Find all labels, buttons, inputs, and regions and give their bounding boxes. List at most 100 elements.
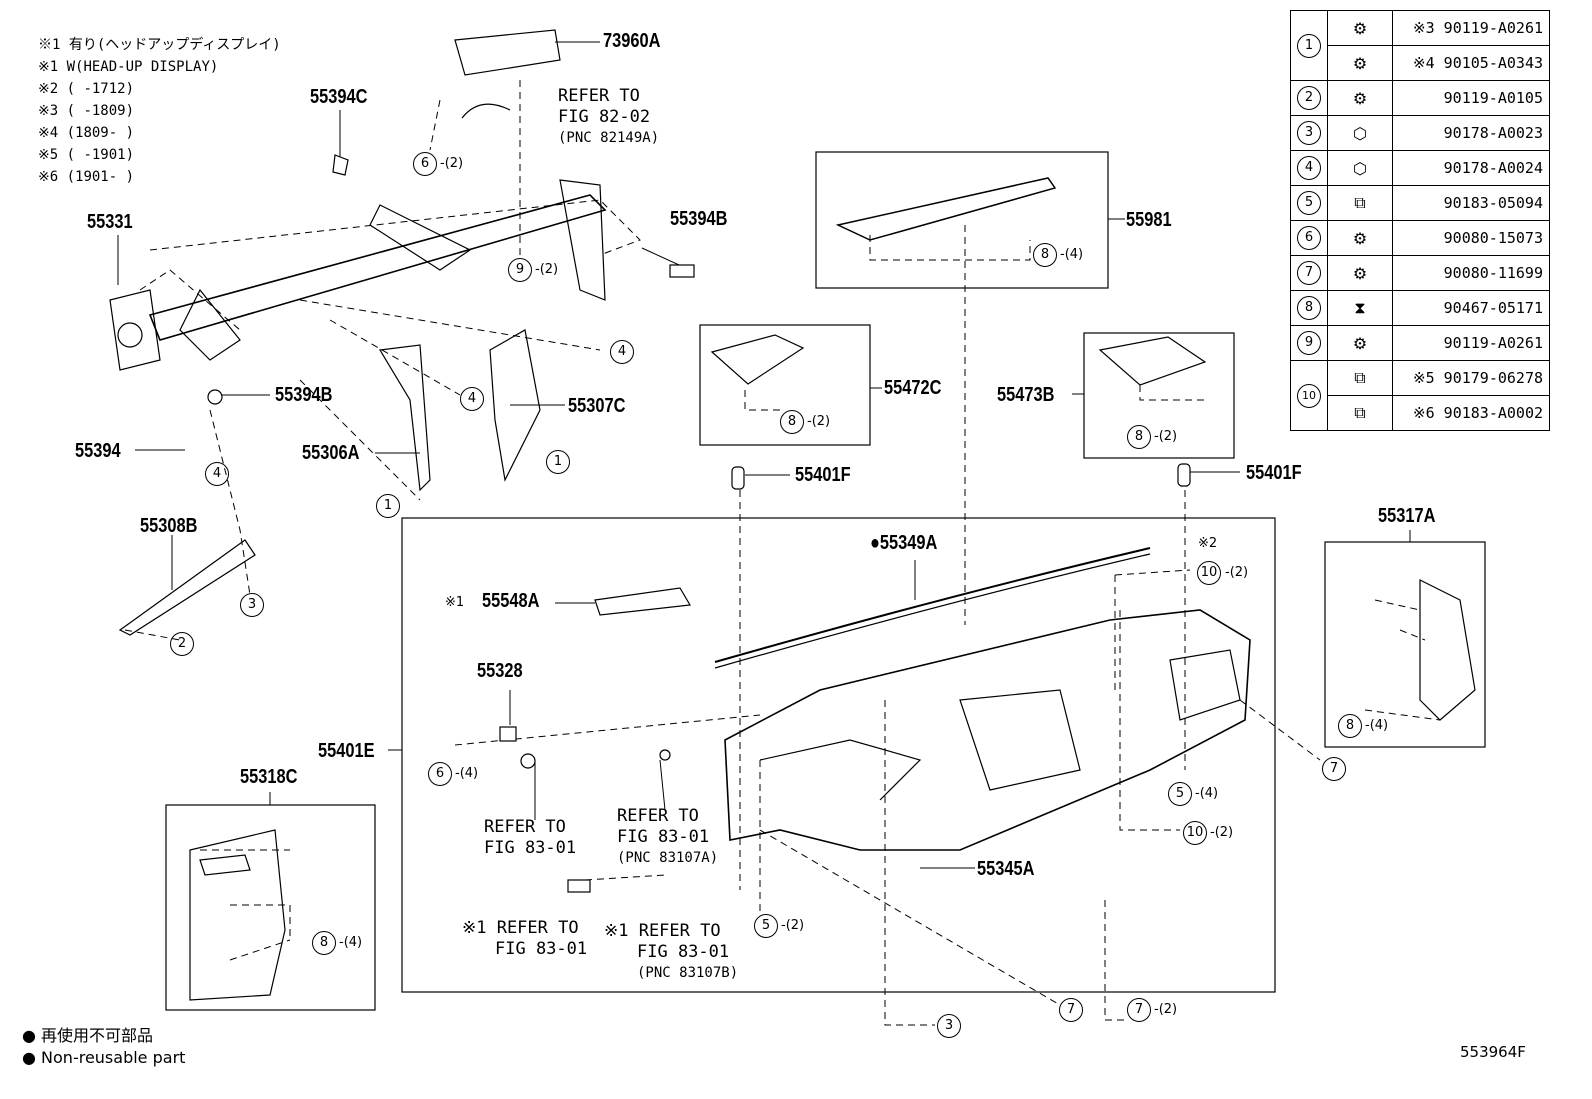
table-num: 7: [1297, 261, 1321, 285]
clip-nut-icon: ⧉: [1327, 360, 1393, 396]
clip-nut-icon: ⧉: [1327, 395, 1393, 431]
part-number-cell[interactable]: 90119-A0105: [1392, 80, 1550, 116]
table-row: 8 ⧗ 90467-05171: [1290, 290, 1550, 326]
qty-7c: -(2): [1154, 1002, 1178, 1017]
part-55401f-right[interactable]: 55401F: [1246, 462, 1302, 484]
part-number-cell[interactable]: 90178-A0024: [1392, 150, 1550, 186]
ref-fig-82-02[interactable]: REFER TO FIG 82-02 (PNC 82149A): [558, 86, 660, 146]
clip-nut-icon: ⧉: [1327, 185, 1393, 221]
table-row: 4 ⬡ 90178-A0024: [1290, 150, 1550, 186]
table-row: ⧉ ※6 90183-A0002: [1291, 395, 1550, 431]
part-55331[interactable]: 55331: [87, 211, 133, 233]
part-number-cell[interactable]: ※4 90105-A0343: [1392, 45, 1550, 81]
part-55318c[interactable]: 55318C: [240, 766, 298, 788]
callout-10b: 10: [1183, 821, 1207, 845]
callout-7c: 7: [1127, 998, 1151, 1022]
part-number-cell[interactable]: 90183-05094: [1392, 185, 1550, 221]
part-number-cell[interactable]: 90080-15073: [1392, 220, 1550, 256]
part-55306a[interactable]: 55306A: [302, 442, 360, 464]
figure-id: 553964F: [1460, 1043, 1526, 1061]
note-mark-x2: ※2: [1198, 536, 1218, 551]
part-55394b-top[interactable]: 55394B: [670, 208, 728, 230]
callout-6b: 6: [428, 762, 452, 786]
part-55401e[interactable]: 55401E: [318, 740, 375, 762]
part-55308b[interactable]: 55308B: [140, 515, 198, 537]
note-3: ※2 ( -1712): [38, 81, 135, 97]
ref-fig-83-01-a[interactable]: REFER TO FIG 83-01: [484, 817, 577, 858]
box-55473b: [1083, 332, 1235, 459]
qty-9: -(2): [535, 262, 559, 277]
bolt-flange-icon: ⚙: [1327, 45, 1393, 81]
qty-8c: -(2): [1154, 429, 1178, 444]
table-num: 5: [1297, 191, 1321, 215]
table-row: 3 ⬡ 90178-A0023: [1290, 115, 1550, 151]
box-55981: [815, 151, 1109, 289]
part-number-cell[interactable]: ※6 90183-A0002: [1392, 395, 1550, 431]
callout-6: 6: [413, 152, 437, 176]
table-num: 2: [1297, 86, 1321, 110]
ref-fig-83-01-b[interactable]: REFER TO FIG 83-01 (PNC 83107A): [617, 806, 719, 866]
box-55318c: [165, 804, 376, 1011]
callout-4a: 4: [610, 340, 634, 364]
part-55394b-left[interactable]: 55394B: [275, 384, 333, 406]
part-number-cell[interactable]: ※5 90179-06278: [1392, 360, 1550, 396]
note-5: ※4 (1809- ): [38, 125, 135, 141]
note-mark-x1: ※1: [445, 595, 465, 610]
callout-8d: 8: [312, 931, 336, 955]
callout-10a: 10: [1197, 561, 1221, 585]
part-number-cell[interactable]: 90119-A0261: [1392, 325, 1550, 361]
box-55317a: [1324, 541, 1486, 748]
part-number-cell[interactable]: ※3 90119-A0261: [1392, 10, 1550, 46]
table-row: 5 ⧉ 90183-05094: [1290, 185, 1550, 221]
bolt-washer-icon: ⚙: [1327, 10, 1393, 46]
callout-7b: 7: [1059, 998, 1083, 1022]
bolt-icon: ⚙: [1327, 255, 1393, 291]
callout-8c: 8: [1127, 425, 1151, 449]
part-number-cell[interactable]: 90467-05171: [1392, 290, 1550, 326]
ref-fig-83-01-d[interactable]: ※1 REFER TO FIG 83-01 (PNC 83107B): [604, 921, 739, 981]
callout-3a: 3: [240, 593, 264, 617]
note-2: ※1 W(HEAD-UP DISPLAY): [38, 59, 219, 75]
qty-8b: -(2): [807, 414, 831, 429]
table-row: 10 ⧉ ※5 90179-06278: [1290, 360, 1550, 431]
table-num: 9: [1297, 331, 1321, 355]
callout-4b: 4: [460, 387, 484, 411]
note-4: ※3 ( -1809): [38, 103, 135, 119]
part-number-cell[interactable]: 90178-A0023: [1392, 115, 1550, 151]
note-1: ※1 有り(ヘッドアップディスプレイ): [38, 37, 281, 53]
table-num: 4: [1297, 156, 1321, 180]
part-55345a[interactable]: 55345A: [977, 858, 1035, 880]
qty-6b: -(4): [455, 766, 479, 781]
part-55473b[interactable]: 55473B: [997, 384, 1055, 406]
box-55401e: [401, 517, 1276, 993]
callout-2: 2: [170, 632, 194, 656]
part-55401f-left[interactable]: 55401F: [795, 464, 851, 486]
qty-8a: -(4): [1060, 247, 1084, 262]
table-num: 6: [1297, 226, 1321, 250]
box-55472c: [699, 324, 871, 446]
non-reusable-dot: ●: [870, 532, 880, 554]
part-55317a[interactable]: 55317A: [1378, 505, 1436, 527]
bolt-washer-icon: ⚙: [1327, 325, 1393, 361]
notes-block: ※1 有り(ヘッドアップディスプレイ) ※1 W(HEAD-UP DISPLAY…: [38, 34, 281, 188]
clip-icon: ⧗: [1327, 290, 1393, 326]
part-55472c[interactable]: 55472C: [884, 377, 942, 399]
part-55548a[interactable]: 55548A: [482, 590, 540, 612]
ref-fig-83-01-c[interactable]: ※1 REFER TO FIG 83-01: [462, 918, 588, 959]
part-55394c[interactable]: 55394C: [310, 86, 368, 108]
part-55307c[interactable]: 55307C: [568, 395, 626, 417]
part-55349a[interactable]: ●55349A: [870, 532, 938, 554]
part-73960a[interactable]: 73960A: [603, 30, 661, 52]
part-number-cell[interactable]: 90080-11699: [1392, 255, 1550, 291]
table-num: 8: [1297, 296, 1321, 320]
part-55328[interactable]: 55328: [477, 660, 523, 682]
nut-small-icon: ⬡: [1327, 150, 1393, 186]
qty-5a: -(4): [1195, 786, 1219, 801]
callout-8a: 8: [1033, 243, 1057, 267]
part-55394[interactable]: 55394: [75, 440, 121, 462]
qty-10a: -(2): [1225, 565, 1249, 580]
part-55981[interactable]: 55981: [1126, 209, 1172, 231]
callout-5a: 5: [1168, 782, 1192, 806]
qty-8d: -(4): [339, 935, 363, 950]
